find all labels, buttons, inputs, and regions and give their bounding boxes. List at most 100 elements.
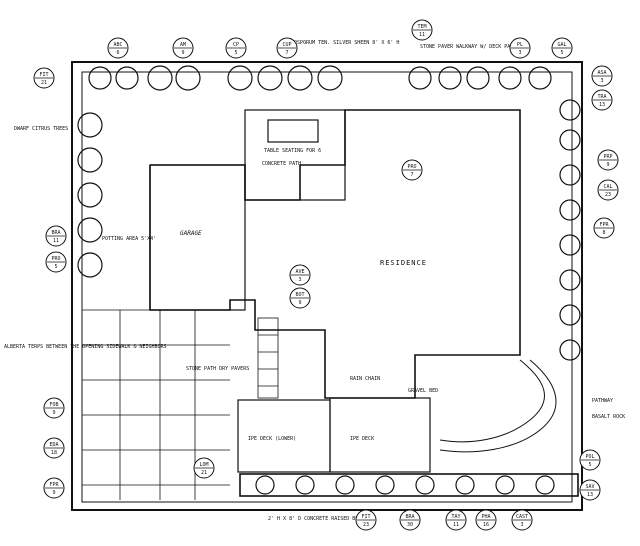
plant-tag-code: BRA bbox=[51, 230, 60, 236]
plant-tag-code: PL bbox=[517, 42, 523, 48]
potting-label: POTTING AREA 5'X4' bbox=[102, 236, 156, 242]
gravel-label: GRAVEL BED bbox=[408, 388, 438, 394]
plant-tag-code: FIT bbox=[39, 72, 48, 78]
plant-tag: BOT 9 bbox=[289, 287, 311, 309]
plant-tag: TRA 13 bbox=[591, 89, 613, 111]
plant-tag-code: FIT bbox=[361, 514, 370, 520]
plant-tag-count: 7 bbox=[410, 172, 413, 178]
upper-deck-label: IPE DECK bbox=[350, 436, 374, 442]
plant-tag-count: 7 bbox=[285, 50, 288, 56]
table-seating bbox=[267, 119, 319, 143]
pathway-label: PATHWAY bbox=[592, 398, 613, 404]
plant-tag-code: FOB bbox=[49, 402, 58, 408]
plant-tag-code: PRP bbox=[603, 154, 612, 160]
plant-tag-code: CP bbox=[233, 42, 239, 48]
shrub-row-bottom bbox=[255, 475, 555, 495]
citrus-note: DWARF CITRUS TREES bbox=[14, 126, 68, 132]
plant-tag: CP 5 bbox=[225, 37, 247, 59]
garage-outline bbox=[149, 164, 246, 311]
plant-tag: FIT 21 bbox=[33, 67, 55, 89]
plant-tag: FPR 9 bbox=[43, 477, 65, 499]
plant-tag-code: TRA bbox=[597, 94, 606, 100]
concrete-path bbox=[244, 109, 346, 201]
plant-tag-code: CAL bbox=[603, 184, 612, 190]
plant-tag: TAY 11 bbox=[445, 509, 467, 531]
plant-tag-code: PHA bbox=[481, 514, 490, 520]
plant-tag: AM 9 bbox=[172, 37, 194, 59]
plant-tag-count: 9 bbox=[52, 490, 55, 496]
plant-tag: PRO 5 bbox=[45, 251, 67, 273]
plant-tag-count: 13 bbox=[587, 492, 593, 498]
stone-note: STONE PAVER WALKWAY W/ DECK PATTERN bbox=[420, 44, 525, 50]
plant-tag: TEM 11 bbox=[411, 19, 433, 41]
plant-tag-count: 11 bbox=[53, 238, 59, 244]
plant-tag-count: 9 bbox=[606, 162, 609, 168]
raised-bed bbox=[239, 473, 579, 497]
plant-tag-count: 5 bbox=[54, 264, 57, 270]
tree-row-top bbox=[88, 65, 552, 91]
plant-tag-count: 11 bbox=[453, 522, 459, 528]
plant-tag-code: FPR bbox=[599, 222, 609, 228]
plant-tag-code: EDA bbox=[49, 442, 58, 448]
plant-tag-count: 9 bbox=[181, 50, 184, 56]
plant-tag-code: FPR bbox=[49, 482, 59, 488]
lower-deck-label: IPE DECK (LOWER) bbox=[248, 436, 296, 442]
plant-tag: ASA 3 bbox=[591, 65, 613, 87]
basalt-label: BASALT ROCK bbox=[592, 414, 625, 420]
plant-tag-count: 9 bbox=[52, 410, 55, 416]
plant-tag-count: 5 bbox=[560, 50, 563, 56]
plant-tag-count: 9 bbox=[298, 300, 301, 306]
plant-tag: PRP 9 bbox=[597, 149, 619, 171]
table-label: TABLE SEATING FOR 6 bbox=[264, 148, 321, 154]
upper-deck bbox=[329, 397, 431, 473]
plant-tag-code: BRA bbox=[405, 514, 414, 520]
plant-tag-count: 23 bbox=[363, 522, 369, 528]
plant-tags: ABC6AM9CP5CUP7PL3GAL5FIT21TEM11ASA3TRA13… bbox=[33, 19, 619, 531]
plant-tag-count: 5 bbox=[588, 462, 591, 468]
stone-path-label: STONE PATH DRY PAVERS bbox=[186, 366, 249, 372]
plant-tag-code: CAST bbox=[516, 514, 528, 520]
plant-tag-code: AM bbox=[180, 42, 186, 48]
residence-outline bbox=[149, 109, 521, 399]
plant-tag-code: AVE bbox=[295, 269, 304, 275]
plant-tag-count: 21 bbox=[41, 80, 47, 86]
plant-tag-count: 5 bbox=[234, 50, 237, 56]
plant-tag-count: 18 bbox=[51, 450, 57, 456]
plant-tag: PL 3 bbox=[509, 37, 531, 59]
tree-row-right bbox=[559, 99, 581, 361]
plant-tag-count: 3 bbox=[600, 78, 603, 84]
curved-pathway bbox=[439, 359, 545, 443]
raised-bed-label: 2' H X 8' D CONCRETE RAISED BED bbox=[268, 516, 361, 522]
plant-tag: BRA 11 bbox=[45, 225, 67, 247]
plant-tag-code: PRO bbox=[51, 256, 60, 262]
plant-tag-code: TEM bbox=[417, 24, 426, 30]
plant-tag-count: 30 bbox=[407, 522, 413, 528]
rain-chain-label: RAIN CHAIN bbox=[350, 376, 380, 382]
plant-tag-code: ASA bbox=[597, 70, 606, 76]
plant-tag: AVE 3 bbox=[289, 264, 311, 286]
residence-label: RESIDENCE bbox=[380, 259, 427, 267]
plant-tag-code: TAY bbox=[451, 514, 460, 520]
plant-tag-count: 8 bbox=[602, 230, 605, 236]
plant-tag-count: 11 bbox=[419, 32, 425, 38]
plant-tag: CUP 7 bbox=[276, 37, 298, 59]
plant-tag-count: 3 bbox=[298, 277, 301, 283]
plant-tag: FIT 23 bbox=[355, 509, 377, 531]
plant-tag-count: 3 bbox=[520, 522, 523, 528]
plant-tag: FPR 8 bbox=[593, 217, 615, 239]
plant-tag-count: 13 bbox=[599, 102, 605, 108]
stepping-stones bbox=[257, 317, 279, 399]
plant-tag-code: ABC bbox=[113, 42, 122, 48]
plant-tag-count: 21 bbox=[201, 470, 207, 476]
plant-tag-code: CUP bbox=[282, 42, 291, 48]
property-boundary bbox=[71, 61, 583, 511]
plant-tag-code: BOT bbox=[295, 292, 304, 298]
plant-tag-count: 3 bbox=[518, 50, 521, 56]
